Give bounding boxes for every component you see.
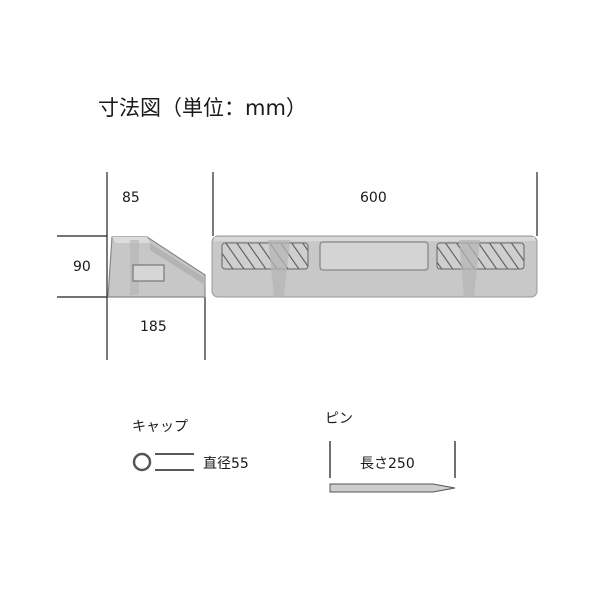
length-dimension-lines xyxy=(212,172,538,236)
pin-drawing xyxy=(329,483,456,493)
dim-height: 90 xyxy=(73,259,91,275)
cap-circle-icon xyxy=(132,452,152,472)
cap-symbol xyxy=(132,452,194,472)
pin-dimension-lines xyxy=(329,441,456,478)
side-dimension-lines xyxy=(57,172,206,360)
front-view-block xyxy=(211,235,538,298)
cap-diameter: 直径55 xyxy=(203,456,249,472)
cap-label: キャップ xyxy=(132,419,188,435)
dim-side-base: 185 xyxy=(140,319,167,335)
dim-length: 600 xyxy=(360,190,387,206)
dim-side-width: 85 xyxy=(122,190,140,206)
pin-length: 長さ250 xyxy=(360,456,415,472)
side-view-block xyxy=(107,236,206,298)
page-title: 寸法図（単位：mm） xyxy=(98,96,307,120)
pin-label: ピン xyxy=(325,411,353,427)
